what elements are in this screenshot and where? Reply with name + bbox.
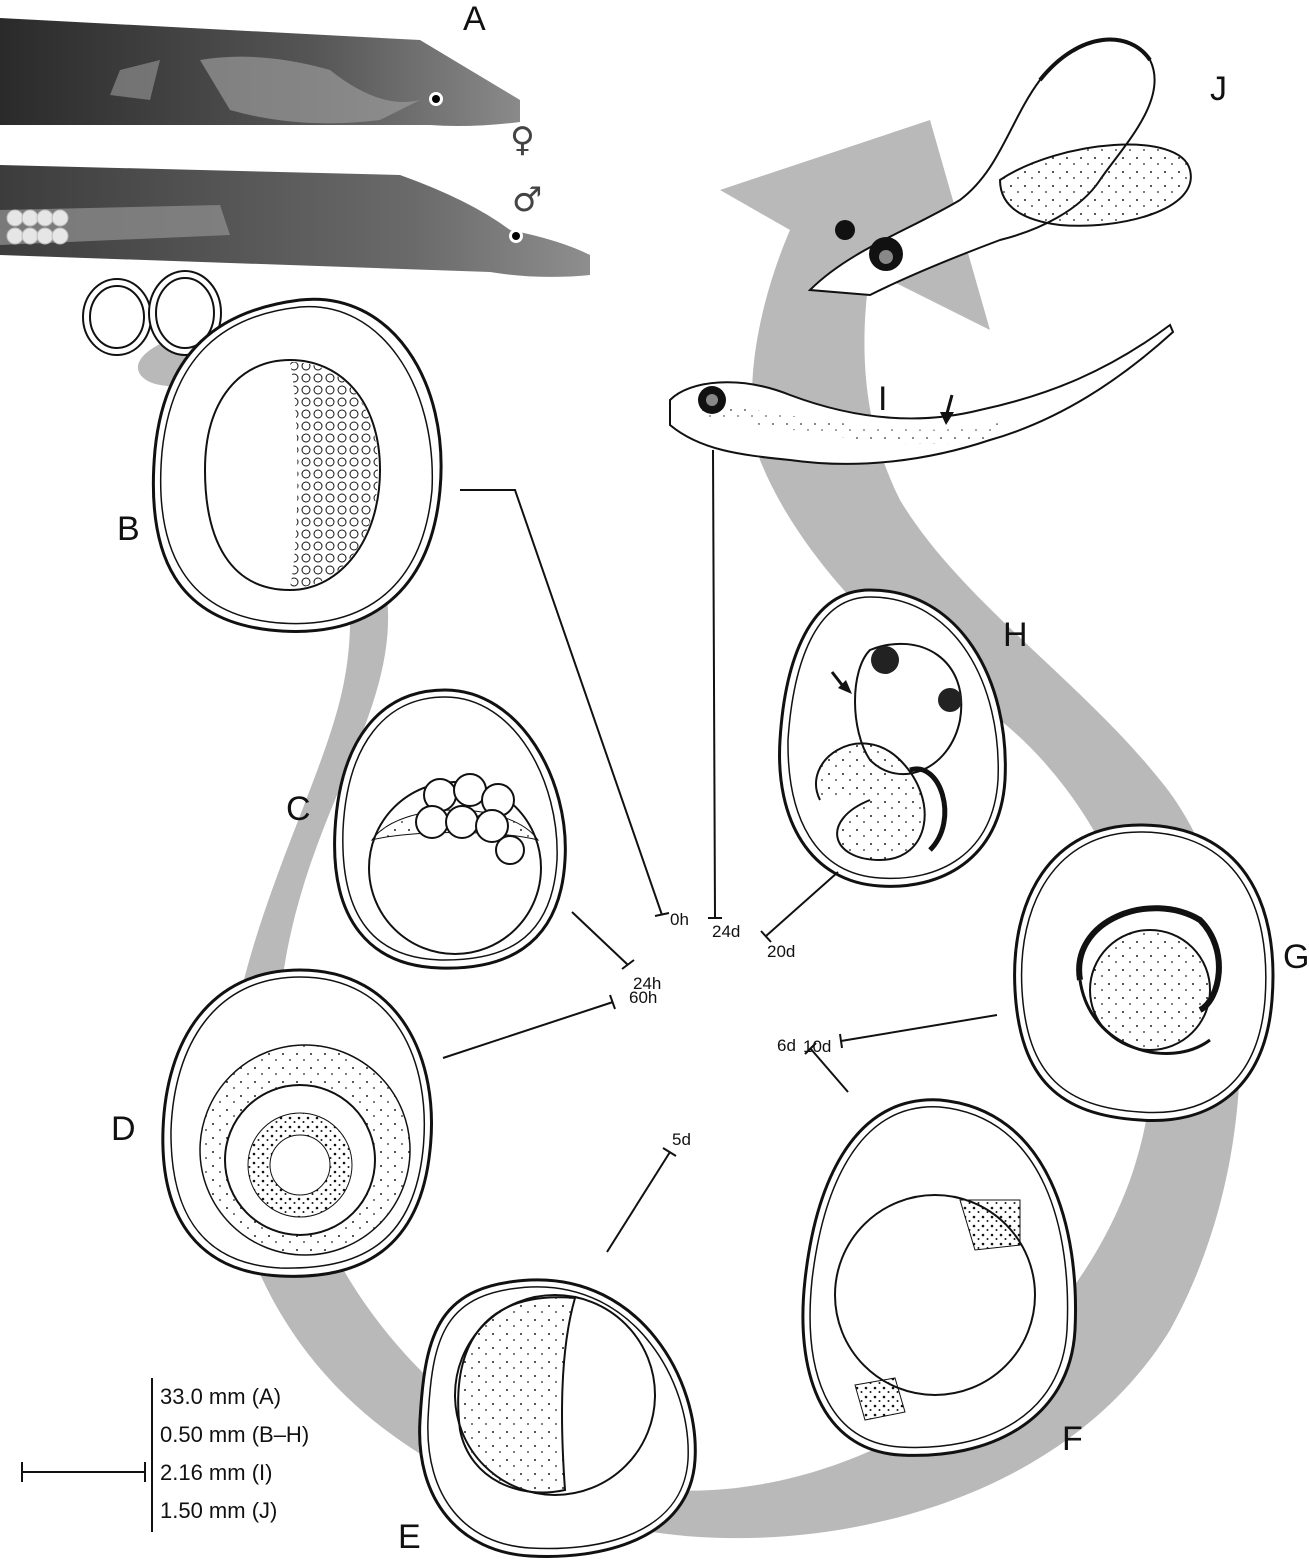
time-label-5d: 5d [672, 1130, 691, 1150]
male-symbol: ♂ [512, 180, 542, 220]
time-label-24d: 24d [712, 922, 740, 942]
larva-i-illustration [670, 325, 1173, 464]
panel-label-c: C [286, 790, 311, 829]
egg-c-illustration [335, 690, 566, 968]
scale-entry: 2.16 mm (I) [160, 1454, 309, 1492]
scale-bar-legend: 33.0 mm (A) 0.50 mm (B–H) 2.16 mm (I) 1.… [160, 1378, 309, 1530]
male-fish-illustration [0, 165, 590, 277]
female-fish-illustration [0, 18, 520, 126]
panel-label-h: H [1003, 616, 1028, 655]
female-symbol: ♀ [510, 120, 535, 160]
panel-label-i: I [878, 380, 887, 419]
time-label-10d: 10d [803, 1037, 831, 1057]
egg-d-illustration [163, 970, 432, 1276]
scale-entry: 33.0 mm (A) [160, 1378, 309, 1416]
panel-label-f: F [1062, 1420, 1083, 1459]
time-label-0h: 0h [670, 910, 689, 930]
egg-f-illustration [803, 1100, 1076, 1456]
panel-label-a: A [463, 0, 486, 39]
panel-label-b: B [117, 510, 140, 549]
egg-b-illustration [153, 299, 441, 631]
time-label-6d: 6d [777, 1036, 796, 1056]
time-label-20d: 20d [767, 942, 795, 962]
panel-label-d: D [111, 1110, 136, 1149]
panel-label-j: J [1210, 70, 1227, 109]
panel-label-e: E [398, 1518, 421, 1557]
panel-label-g: G [1283, 938, 1309, 977]
egg-g-illustration [1015, 825, 1273, 1120]
time-label-60h: 60h [629, 988, 657, 1008]
scale-bar [22, 1378, 152, 1532]
egg-e-illustration [420, 1280, 696, 1557]
scale-entry: 0.50 mm (B–H) [160, 1416, 309, 1454]
scale-entry: 1.50 mm (J) [160, 1492, 309, 1530]
